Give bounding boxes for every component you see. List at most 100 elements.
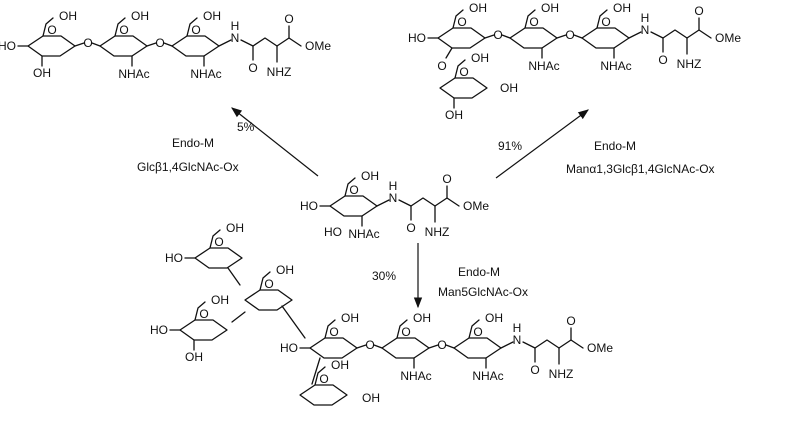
pyranose-ring [299,384,348,406]
ch2oh-bond [344,177,356,197]
ch2oh-bond [314,366,326,386]
atom-label-o: O [601,15,610,29]
atom-label-nhac: NHAc [528,59,559,73]
atom-label-oh: OH [33,66,51,80]
pyranose-ring [179,319,228,341]
glycosidic-bond [74,42,85,47]
donor-label-top-left: Glcβ1,4GlcNAc-Ox [137,160,239,174]
arrow-to-product-top-right: 91% Endo-M Manα1,3Glcβ1,4GlcNAc-Ox [495,109,715,179]
pyranose-ring [453,337,502,359]
ch2oh-bond [396,319,408,339]
atom-label-oh: OH [485,311,503,325]
asn-backbone [398,197,436,207]
pyranose-ring [27,35,76,57]
ch2oh-bond [114,17,126,37]
atom-label-o: O [694,4,703,18]
atom-label-oh: OH [203,9,221,23]
atom-label-h: H [231,19,240,33]
pyranose-ring [309,337,358,359]
glycosidic-bond [573,34,583,39]
enzyme-label-top-right: Endo-M [594,139,636,153]
atom-label-ho: HO [408,31,426,45]
atom-label-o: O [529,15,538,29]
ch2oh-bond [454,59,466,79]
atom-label-nhac: NHAc [190,67,221,81]
glycosidic-bond [556,34,567,39]
atom-label-o: O [493,28,502,42]
atom-label-oh: OH [361,169,379,183]
atom-label-ho: HO [324,225,342,239]
atom-label-o: O [319,372,328,386]
pyranose-ring [439,77,488,99]
atom-label-oh: OH [226,221,244,235]
ch2oh-bond [259,271,271,291]
asn-backbone [650,29,688,39]
atom-label-oh: OH [445,108,463,122]
ester-bond [276,37,302,47]
atom-label-ho: HO [280,341,298,355]
atom-label-oh: OH [362,391,380,405]
atom-label-ho: HO [0,39,16,53]
arrow-to-product-bottom: 30% Endo-M Man5GlcNAc-Ox [372,243,528,309]
amide-bond [500,341,514,349]
atom-label-nhz: NHZ [677,57,702,71]
atom-label-oh: OH [211,293,229,307]
atom-label-nhac: NHAc [348,227,379,241]
atom-label-n: N [389,191,398,205]
ch2oh-bond [186,17,198,37]
atom-label-o: O [406,221,415,235]
atom-label-o: O [437,59,446,73]
pyranose-ring [437,27,486,49]
atom-label-oh: OH [59,9,77,23]
arrow-to-product-top-left: 5% Endo-M Glcβ1,4GlcNAc-Ox [137,107,319,177]
atom-label-nhz: NHZ [267,65,292,79]
atom-label-o: O [530,363,539,377]
atom-label-oh: OH [500,81,518,95]
atom-label-ome: OMe [587,341,613,355]
yield-label-top-left: 5% [237,120,255,134]
atom-label-o: O [264,277,273,291]
glycosidic-bond [163,42,173,47]
pyranose-ring [99,35,148,57]
atom-label-o: O [457,15,466,29]
glycosidic-bond [373,344,383,349]
donor-label-bottom: Man5GlcNAc-Ox [438,285,528,299]
donor-label-top-right: Manα1,3Glcβ1,4GlcNAc-Ox [566,162,715,176]
branch-bond [445,47,453,59]
amide-bond [376,199,390,207]
glycosidic-bond [428,344,439,349]
enzyme-label-bottom: Endo-M [458,265,500,279]
atom-label-oh: OH [341,311,359,325]
atom-label-nhac: NHAc [118,67,149,81]
atom-label-o: O [248,61,257,75]
pyranose-ring [509,27,558,49]
ch2oh-bond [324,319,336,339]
pyranose-ring [329,195,378,217]
glycosidic-bond [91,42,101,47]
atom-label-h: H [641,11,650,25]
atom-label-o: O [329,325,338,339]
ester-bond [686,29,712,39]
atom-label-oh: OH [613,1,631,15]
atom-label-o: O [566,314,575,328]
atom-label-o: O [284,12,293,26]
atom-label-n: N [641,23,650,37]
ester-bond [558,339,584,349]
atom-label-o: O [459,65,468,79]
yield-label-bottom: 30% [372,269,396,283]
glycosidic-bond [146,42,157,47]
atom-label-o: O [365,338,374,352]
atom-label-h: H [513,321,522,335]
enzyme-label-top-left: Endo-M [172,136,214,150]
atom-label-o: O [442,172,451,186]
asn-backbone [240,37,278,47]
atom-label-o: O [155,36,164,50]
atom-label-nhz: NHZ [425,225,450,239]
pyranose-ring [194,247,243,269]
yield-label-top-right: 91% [498,139,522,153]
atom-label-oh: OH [541,1,559,15]
glycosidic-bond [445,344,455,349]
